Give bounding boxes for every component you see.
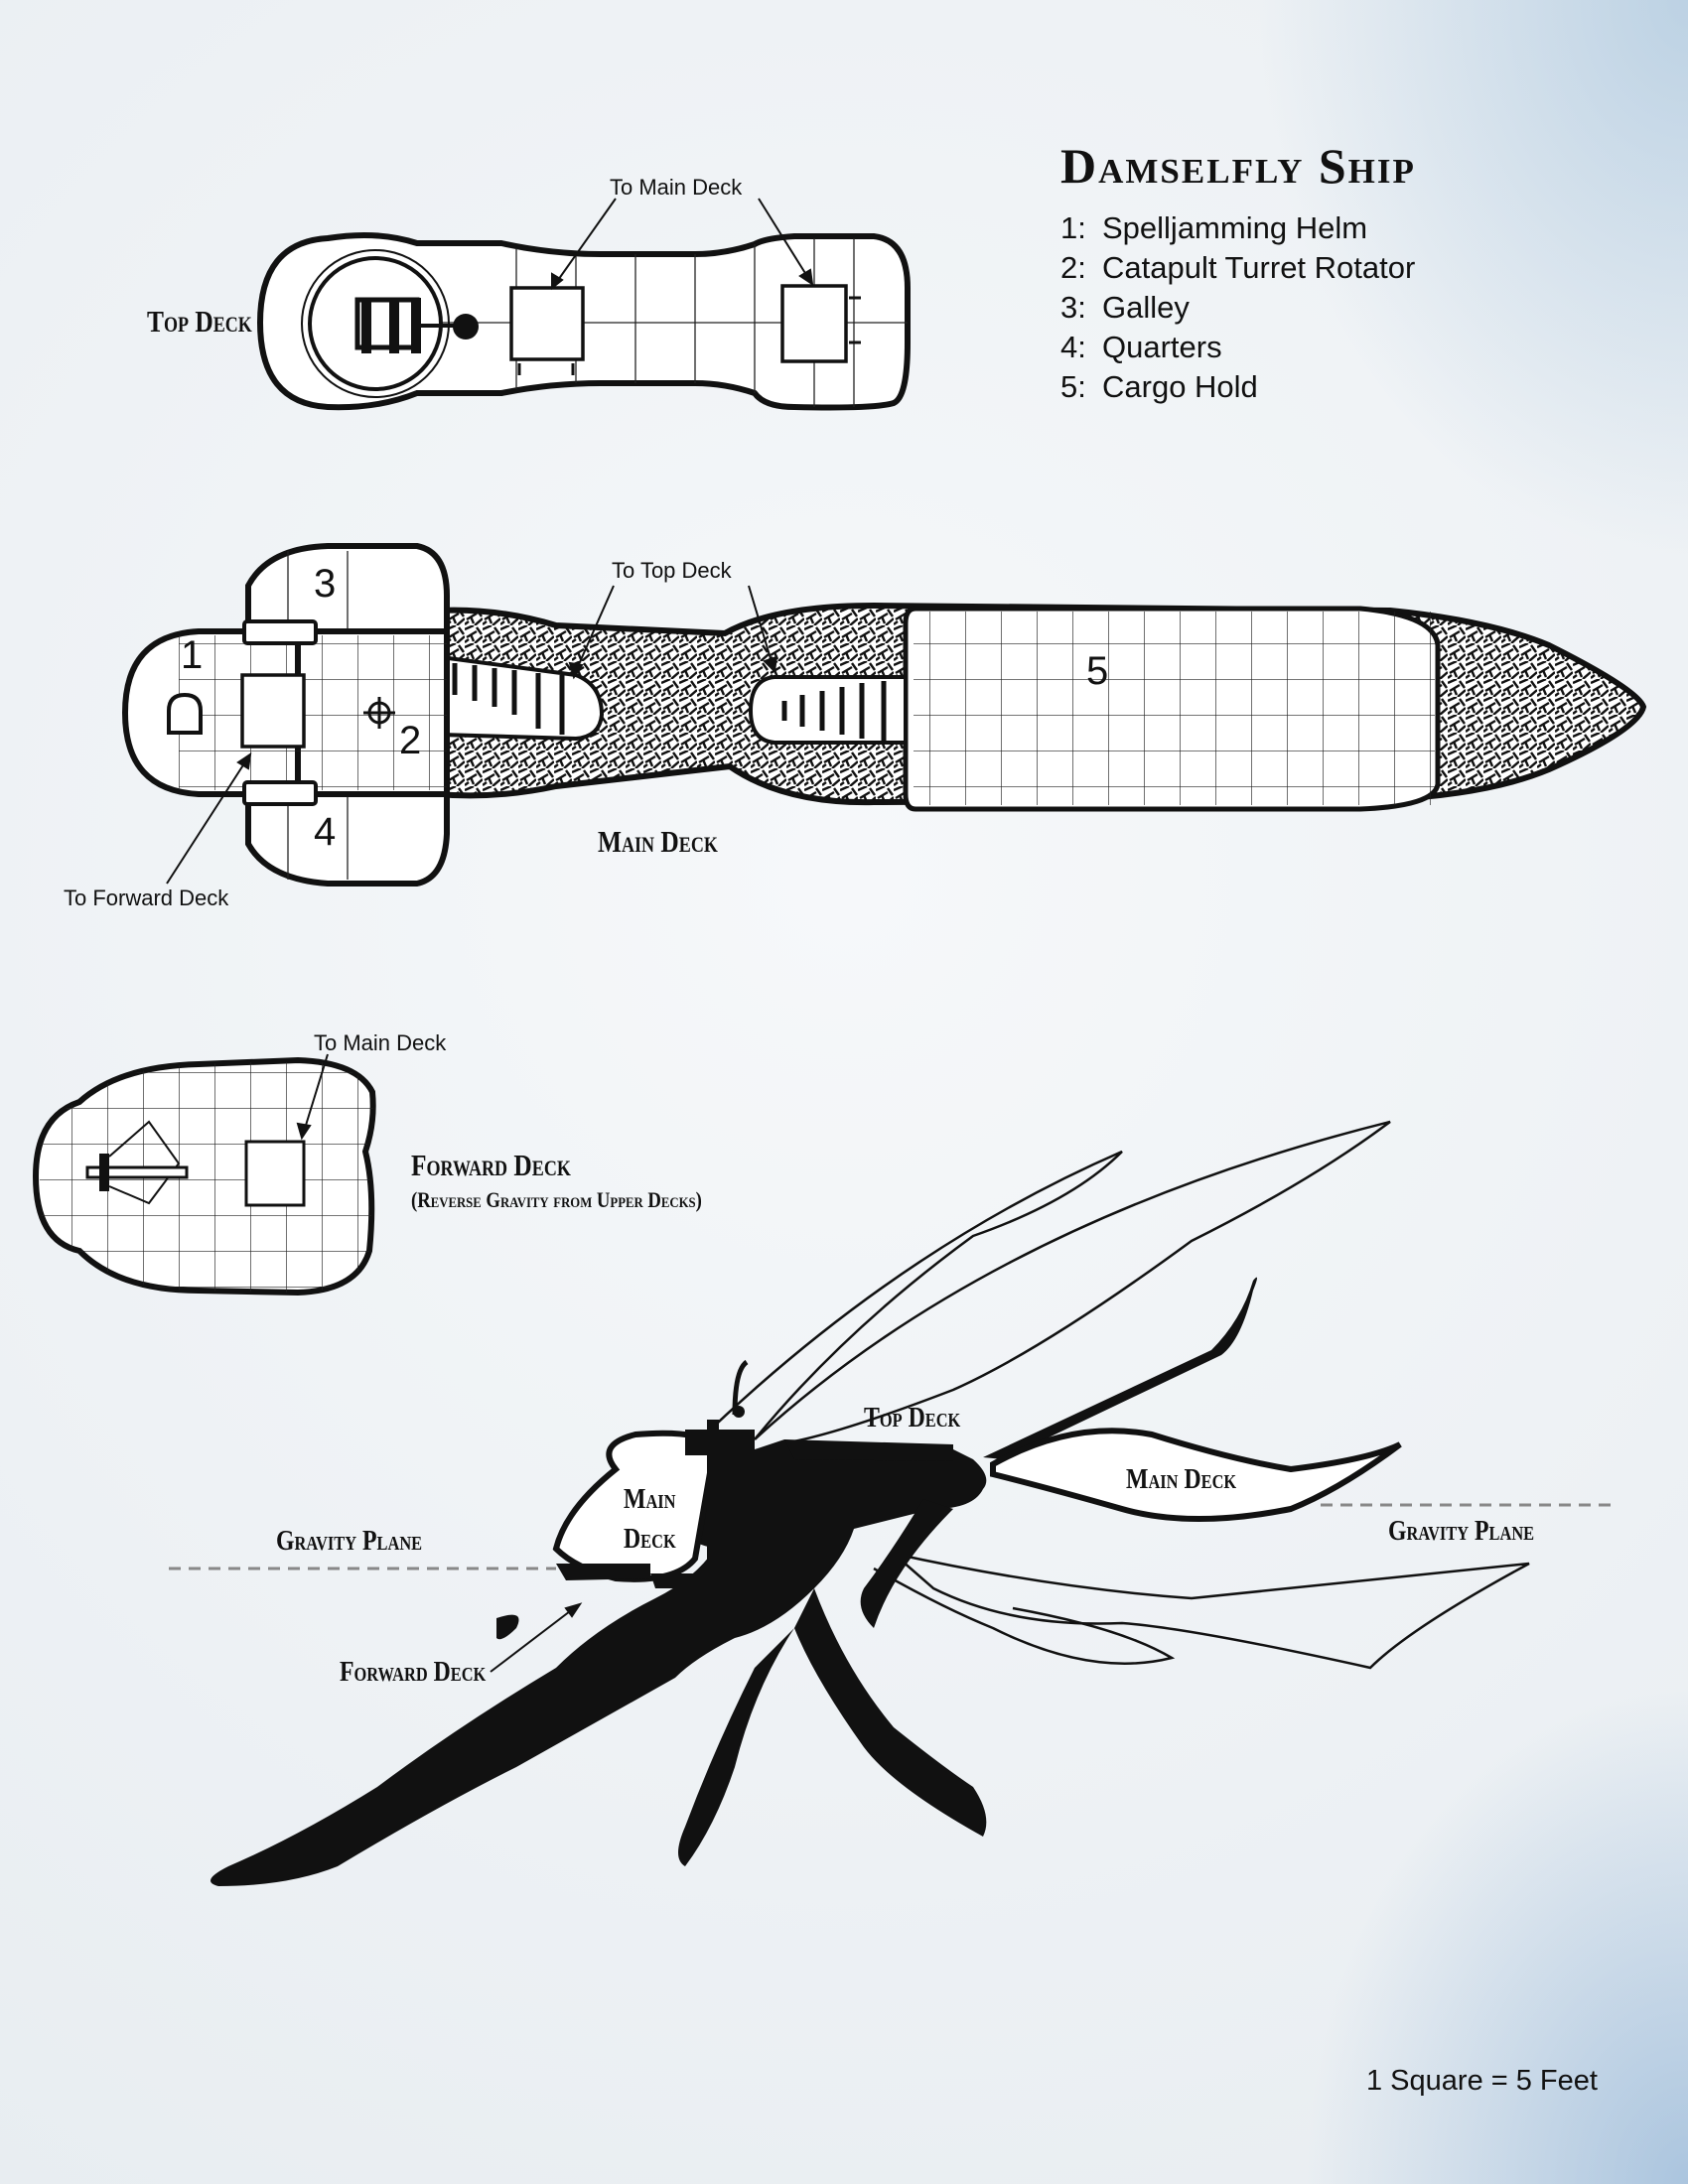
legend-number: 5:	[1060, 369, 1086, 404]
main-deck-callout-top: To Top Deck	[612, 558, 732, 583]
legend-label: Galley	[1102, 290, 1190, 325]
side-forward-deck-label: Forward Deck	[340, 1656, 487, 1688]
forward-deck-callout: To Main Deck	[314, 1030, 447, 1055]
legend-label: Cargo Hold	[1102, 369, 1258, 404]
legend-label: Catapult Turret Rotator	[1102, 250, 1416, 285]
legend-number: 3:	[1060, 290, 1086, 325]
ship-side-view	[169, 1120, 1618, 1886]
room-number-1: 1	[181, 633, 204, 677]
main-deck-callout-forward: To Forward Deck	[64, 886, 229, 910]
legend-label: Quarters	[1102, 330, 1222, 364]
map-title: Damselfly Ship	[1060, 138, 1416, 194]
forward-deck-sublabel: (Reverse Gravity from Upper Decks)	[411, 1187, 702, 1212]
legend-item: 2: Catapult Turret Rotator	[1060, 248, 1415, 288]
legend-item: 4: Quarters	[1060, 328, 1415, 367]
callout-arrows	[166, 198, 814, 1673]
legend: 1: Spelljamming Helm 2: Catapult Turret Ro…	[1060, 208, 1415, 407]
side-main-deck-rear-label: Main Deck	[1126, 1463, 1237, 1495]
legend-label: Spelljamming Helm	[1102, 210, 1368, 245]
top-deck-label: Top Deck	[147, 304, 252, 339]
legend-number: 1:	[1060, 210, 1086, 245]
scale-note: 1 Square = 5 Feet	[1366, 2065, 1598, 2097]
main-deck-map	[121, 543, 1647, 887]
top-deck-callout: To Main Deck	[610, 175, 743, 200]
side-top-deck-label: Top Deck	[864, 1402, 961, 1433]
legend-item: 3: Galley	[1060, 288, 1415, 328]
legend-item: 1: Spelljamming Helm	[1060, 208, 1415, 248]
room-number-3: 3	[314, 562, 337, 606]
gravity-plane-right-label: Gravity Plane	[1388, 1515, 1535, 1547]
side-main-deck-front-label: Main Deck	[624, 1483, 676, 1555]
main-deck-label: Main Deck	[598, 824, 718, 859]
legend-item: 5: Cargo Hold	[1060, 367, 1415, 407]
legend-number: 2:	[1060, 250, 1086, 285]
forward-deck-label: Forward Deck	[411, 1148, 571, 1182]
room-number-4: 4	[314, 810, 337, 854]
gravity-plane-left-label: Gravity Plane	[276, 1525, 423, 1557]
room-number-2: 2	[399, 719, 422, 762]
legend-number: 4:	[1060, 330, 1086, 364]
room-number-5: 5	[1086, 649, 1109, 693]
forward-deck-map	[32, 1056, 376, 1297]
top-deck-map	[256, 231, 911, 411]
